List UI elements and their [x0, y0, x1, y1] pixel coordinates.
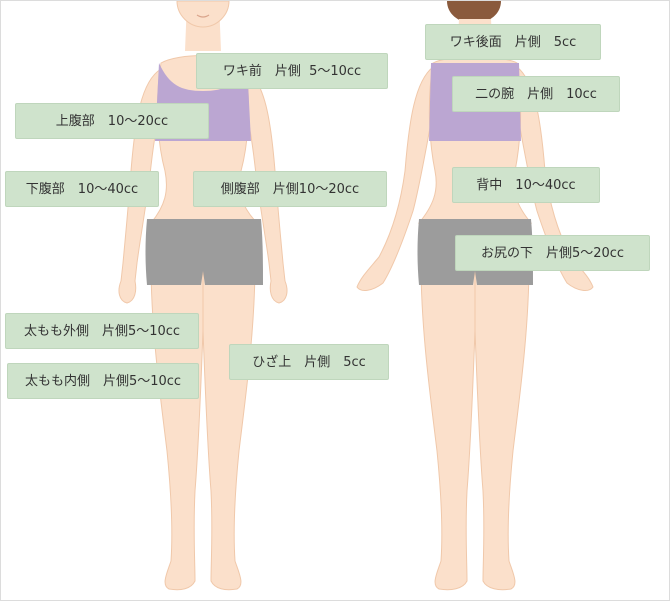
label-futomomo-soto: 太もも外側 片側5〜10cc — [5, 313, 199, 349]
front-shorts — [145, 219, 263, 285]
front-left-leg — [150, 262, 204, 591]
back-right-leg — [474, 262, 530, 591]
label-futomomo-uchi: 太もも内側 片側5〜10cc — [7, 363, 199, 399]
front-right-leg — [202, 262, 256, 591]
label-waki-ushiro: ワキ後面 片側 5cc — [425, 24, 601, 60]
label-waki-mae: ワキ前 片側 5〜10cc — [196, 53, 388, 89]
front-face — [176, 1, 230, 28]
label-jou-fukubu: 上腹部 10〜20cc — [15, 103, 209, 139]
back-hair — [447, 1, 501, 23]
front-mouth — [196, 14, 210, 18]
label-oshiri-shita: お尻の下 片側5〜20cc — [455, 235, 650, 271]
label-ka-fukubu: 下腹部 10〜40cc — [5, 171, 159, 207]
back-left-arm — [356, 66, 438, 291]
label-senaka: 背中 10〜40cc — [452, 167, 600, 203]
back-left-leg — [420, 262, 476, 591]
label-ninoude: 二の腕 片側 10cc — [452, 76, 620, 112]
label-hiza-ue: ひざ上 片側 5cc — [229, 344, 389, 380]
label-soku-fukubu: 側腹部 片側10〜20cc — [193, 171, 387, 207]
